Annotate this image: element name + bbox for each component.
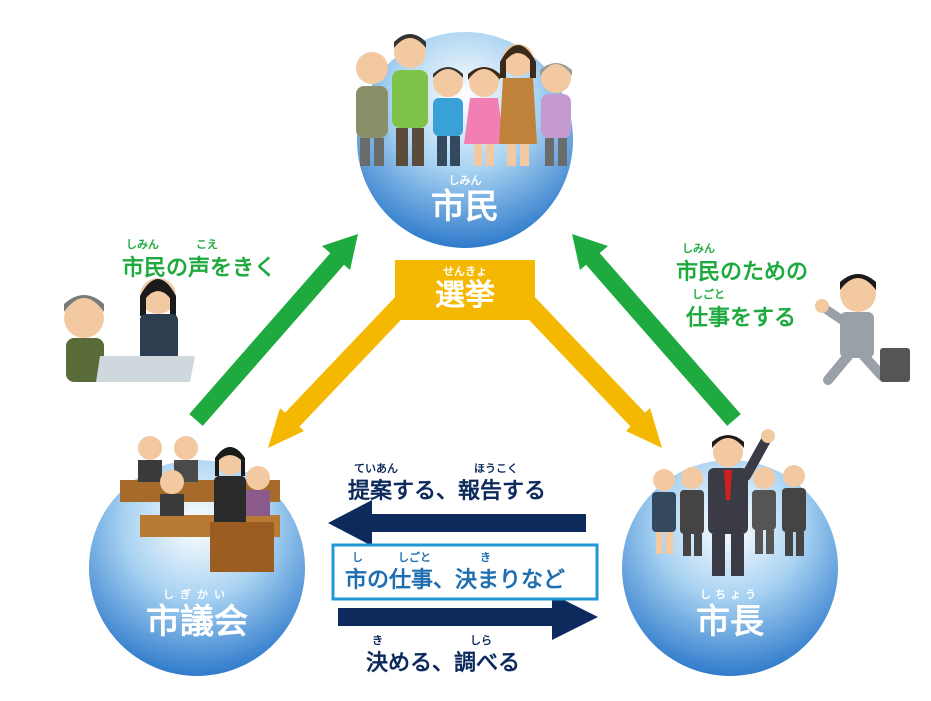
business-ruby-2: しごと [398, 551, 431, 564]
decide-ruby-1: き [372, 634, 383, 647]
decide-label: 決める、調べる [366, 651, 521, 676]
election-label-group: せんきょ 選挙 [395, 263, 535, 313]
citizens-ruby: しみん [448, 174, 482, 187]
left-arrow-label: 市民の声をきく [122, 256, 277, 281]
report-ruby-2: ほうこく [474, 462, 518, 475]
green-arrow-left [189, 234, 358, 426]
left-arrow-ruby-2: こえ [196, 238, 218, 251]
navy-arrow-to-council [328, 500, 586, 546]
citizens-label: 市民 [431, 187, 499, 227]
right-arrow-ruby-2: しごと [692, 288, 725, 301]
right-arrow-line1: 市民のための [676, 260, 809, 285]
mayor-label: 市長 [696, 602, 764, 642]
navy-arrow-to-mayor [338, 594, 598, 640]
council-label: 市議会 [146, 602, 248, 642]
business-ruby-1: し [352, 551, 363, 564]
mayor-ruby: しちょう [700, 588, 760, 601]
right-arrow-line2: 仕事をする [686, 306, 797, 331]
council-label-group: しぎかい 市議会 [107, 586, 287, 642]
council-illustration [120, 436, 280, 572]
election-label: 選挙 [435, 278, 495, 313]
report-ruby-1: ていあん [354, 462, 398, 475]
election-box [395, 260, 535, 320]
business-label: 市の仕事、決まりなど [345, 568, 566, 593]
election-arrow-right [514, 291, 662, 448]
business-ruby-3: き [480, 551, 491, 564]
mayor-label-group: しちょう 市長 [645, 586, 815, 642]
counter-service-illustration [64, 278, 195, 382]
citizens-illustration [356, 34, 572, 166]
council-ruby: しぎかい [163, 588, 231, 601]
green-arrow-right [572, 234, 741, 426]
election-ruby: せんきょ [443, 265, 487, 278]
business-box [331, 543, 599, 601]
report-label: 提案する、報告する [348, 479, 547, 504]
mayor-illustration [652, 429, 806, 576]
right-arrow-ruby-1: しみん [682, 242, 715, 255]
businessman-illustration [815, 274, 910, 385]
citizens-label-group: しみん 市民 [380, 172, 550, 226]
election-arrow-left [268, 291, 416, 448]
left-arrow-ruby-1: しみん [126, 238, 159, 251]
decide-ruby-2: しら [470, 634, 492, 647]
